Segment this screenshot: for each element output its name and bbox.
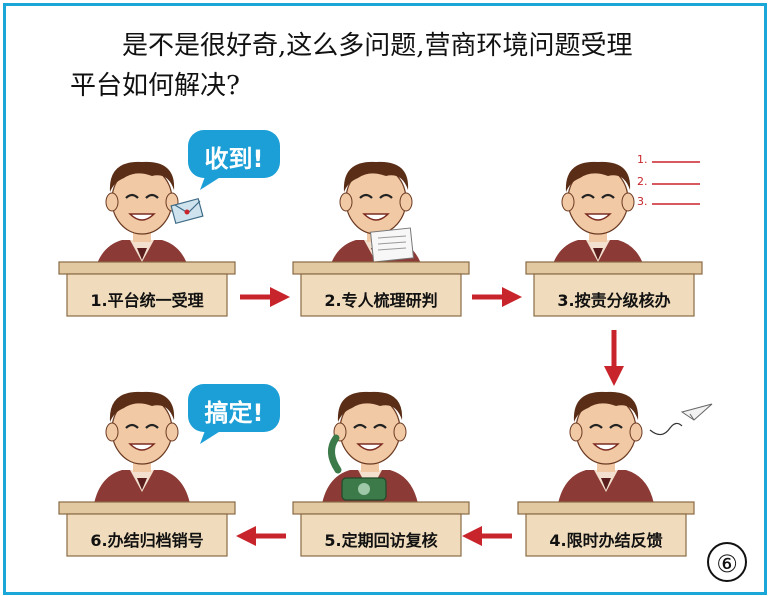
page-number: ⑥ xyxy=(707,542,747,582)
bubble-text-done: 搞定! xyxy=(204,399,264,427)
speech-bubble-done xyxy=(188,384,280,444)
step-label-3: 3.按责分级核办 xyxy=(557,291,671,310)
flow-arrows xyxy=(236,287,624,546)
list-mark-3: 3. xyxy=(637,195,648,208)
intro-line-1: 是不是很好奇,这么多问题,营商环境问题受理 xyxy=(122,31,633,61)
intro-text: 是不是很好奇,这么多问题,营商环境问题受理 平台如何解决? xyxy=(70,26,710,106)
step-label-6: 6.办结归档销号 xyxy=(90,531,204,550)
bubble-text-received: 收到! xyxy=(204,145,264,173)
list-mark-2: 2. xyxy=(637,175,648,188)
speech-bubble-received xyxy=(188,130,280,190)
person-6 xyxy=(90,390,194,522)
list-mark-1: 1. xyxy=(637,153,648,166)
person-4 xyxy=(554,390,658,522)
document-icon xyxy=(369,227,415,263)
list-lines: 1. 2. 3. xyxy=(637,153,700,208)
paper-plane-icon xyxy=(649,403,713,436)
step-label-4: 4.限时办结反馈 xyxy=(549,531,663,550)
step-label-1: 1.平台统一受理 xyxy=(90,291,204,310)
step-label-5: 5.定期回访复核 xyxy=(324,531,438,550)
envelope-icon xyxy=(170,197,204,225)
step-label-2: 2.专人梳理研判 xyxy=(324,291,438,310)
telephone-icon xyxy=(328,434,387,501)
intro-line-2: 平台如何解决? xyxy=(70,71,240,101)
